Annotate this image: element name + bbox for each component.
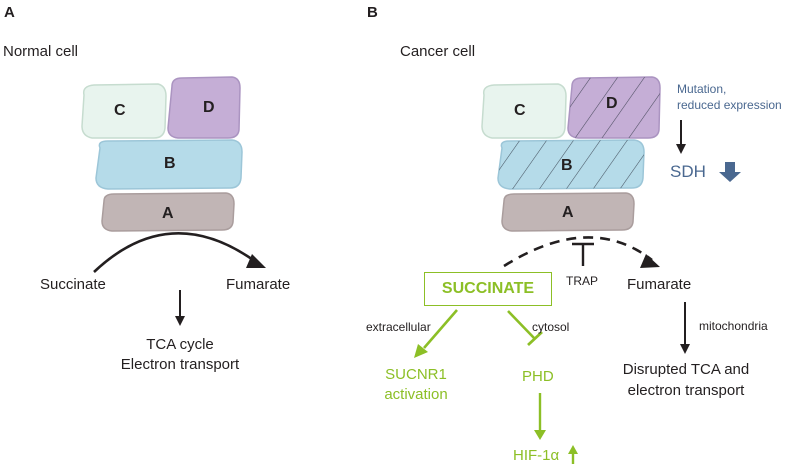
subunit-b-label: B <box>164 155 176 172</box>
subunit-d-label: D <box>203 99 215 116</box>
extracellular-arrow <box>423 309 458 349</box>
subunit-a-shape <box>101 192 235 232</box>
cancer-sdh-complex <box>481 76 661 232</box>
subunit-b-shape <box>95 139 243 190</box>
sdh-label: SDH <box>670 162 706 181</box>
cytosol-label: cytosol <box>532 320 570 334</box>
subunit-c-label: C <box>114 102 126 119</box>
normal-reaction-arrowhead <box>246 254 266 268</box>
panel-a-letter: A <box>4 4 15 21</box>
hif-label: HIF-1α <box>513 447 560 464</box>
normal-down-arrowhead <box>175 316 185 326</box>
normal-sdh-complex <box>81 76 243 232</box>
subunit-a-label: A <box>162 205 174 222</box>
normal-outcome-line2: Electron transport <box>120 356 240 373</box>
subunit-c-label-b: C <box>514 102 526 119</box>
normal-reaction-arrow <box>93 232 257 273</box>
subunit-c-shape-b <box>481 83 567 139</box>
subunit-a-label-b: A <box>562 204 574 221</box>
subunit-a-shape-b <box>501 192 635 232</box>
panel-b-letter: B <box>367 4 378 21</box>
normal-substrate-label: Succinate <box>40 276 106 293</box>
sucnr1-line1: SUCNR1 <box>385 366 447 383</box>
cancer-product-label: Fumarate <box>627 276 692 293</box>
succinate-box-label: SUCCINATE <box>441 280 535 297</box>
normal-outcome-line1: TCA cycle <box>146 336 214 353</box>
sucnr1-line2: activation <box>384 386 448 403</box>
mutation-arrowhead <box>676 144 686 154</box>
phd-label: PHD <box>522 368 554 385</box>
extracellular-label: extracellular <box>366 320 431 334</box>
mutation-label-line1: Mutation, <box>677 82 727 96</box>
subunit-b-label-b: B <box>561 157 573 174</box>
subunit-d-label-b: D <box>606 95 618 112</box>
cancer-reaction-arrowhead <box>640 254 660 268</box>
cytosol-inhibition-line <box>507 310 536 340</box>
sdh-down-arrow-icon <box>719 162 741 182</box>
mitochondria-label: mitochondria <box>699 319 768 333</box>
normal-product-label: Fumarate <box>226 276 291 293</box>
panel-a-title: Normal cell <box>3 43 79 60</box>
succinate-box: SUCCINATE <box>424 272 552 306</box>
subunit-c-shape <box>81 83 167 139</box>
subunit-d-shape <box>167 76 241 139</box>
disrupted-line2: electron transport <box>627 382 745 399</box>
panel-b-title: Cancer cell <box>400 43 476 60</box>
disrupted-line1: Disrupted TCA and <box>622 361 750 378</box>
trap-label: TRAP <box>566 274 599 288</box>
cancer-dashed-reaction-arrow <box>503 236 653 268</box>
mutation-label-line2: reduced expression <box>677 98 782 112</box>
